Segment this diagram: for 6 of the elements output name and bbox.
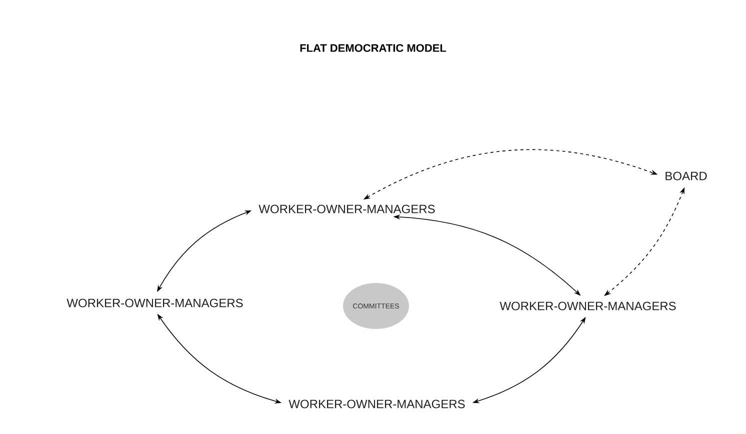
role-label: WORKER-OWNER-MANAGERS [288, 400, 465, 408]
role-label: WORKER-OWNER-MANAGERS [500, 302, 676, 310]
role-label: WORKER-OWNER-MANAGERS [66, 298, 243, 308]
title: FLAT DEMOCRATIC MODEL [300, 44, 446, 52]
board-label: BOARD [666, 172, 707, 180]
role-label: WORKER-OWNER-MANAGERS [258, 204, 435, 214]
